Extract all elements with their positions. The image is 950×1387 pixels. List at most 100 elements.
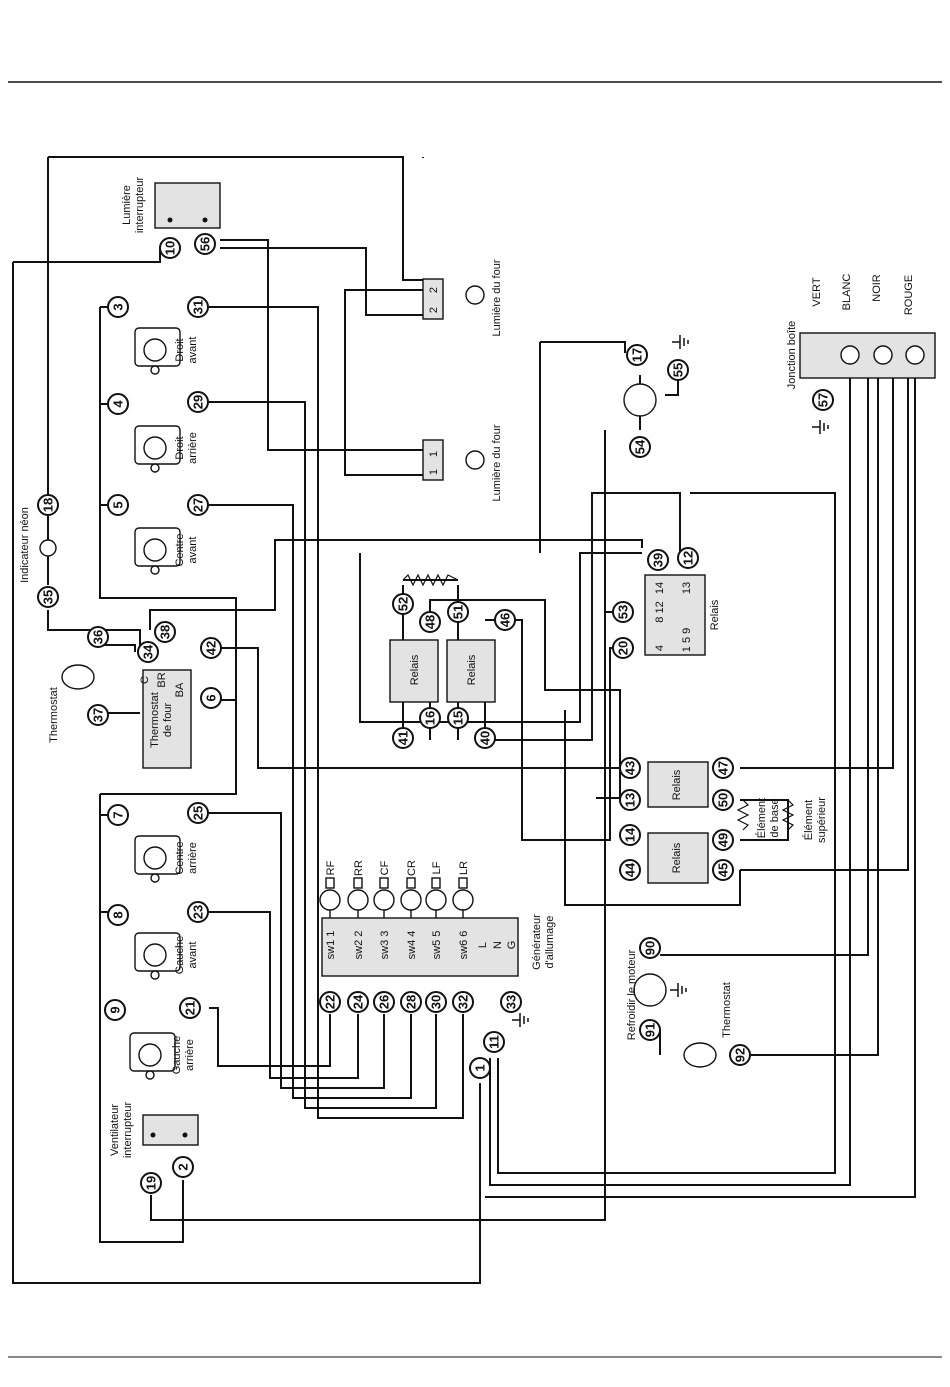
node-44: 44: [619, 859, 641, 881]
svg-text:29: 29: [191, 395, 206, 409]
node-17: 17: [626, 344, 648, 366]
wires: [12, 156, 916, 1284]
node-5: 5: [107, 494, 129, 516]
node-11: 11: [483, 1031, 505, 1053]
thermostat2-icon: [683, 1042, 717, 1068]
cooling-fan-icon: [633, 973, 667, 1007]
node-19: 19: [140, 1172, 162, 1194]
node-47: 47: [712, 757, 734, 779]
node-26: 26: [373, 991, 395, 1013]
label-electrode-lf: LF: [431, 861, 443, 874]
fan-switch-box: [142, 1114, 199, 1146]
svg-text:4: 4: [111, 400, 126, 408]
electrodes: [319, 877, 474, 918]
svg-text:43: 43: [623, 761, 638, 775]
label-oven-light-2: Lumière du four: [491, 424, 503, 501]
label-gen-term-9: G: [506, 941, 518, 950]
label-term-br: BR: [156, 672, 168, 687]
electrode-4: [400, 877, 422, 918]
label-wire-blanc: BLANC: [841, 274, 853, 311]
electrode-5: [425, 877, 447, 918]
svg-text:1: 1: [473, 1064, 488, 1071]
label-electrode-cf: CF: [379, 860, 391, 875]
svg-text:34: 34: [141, 644, 156, 659]
node-4: 4: [107, 393, 129, 415]
ground-icon-3: [512, 1013, 529, 1027]
svg-text:27: 27: [191, 498, 206, 512]
node-54: 54: [629, 436, 651, 458]
svg-text:12: 12: [681, 551, 696, 565]
burner-valve-2: [134, 425, 181, 473]
node-28: 28: [400, 991, 422, 1013]
svg-text:91: 91: [643, 1023, 658, 1037]
node-1: 1: [469, 1057, 491, 1079]
svg-text:2: 2: [176, 1163, 191, 1170]
relay-box-1: [389, 639, 439, 703]
burners: [129, 327, 181, 1080]
label-term-ba: BA: [174, 682, 186, 697]
svg-text:13: 13: [623, 793, 638, 807]
svg-text:18: 18: [41, 498, 56, 512]
svg-text:54: 54: [633, 439, 648, 454]
svg-text:90: 90: [643, 941, 658, 955]
svg-text:42: 42: [204, 641, 219, 655]
svg-text:24: 24: [351, 994, 366, 1009]
relay-box-3: [647, 761, 709, 808]
node-53: 53: [612, 601, 634, 623]
svg-text:36: 36: [91, 630, 106, 644]
ground-icon-2: [670, 983, 687, 997]
node-2: 2: [172, 1156, 194, 1178]
light-switch-box: [154, 182, 221, 229]
label-lamp-pin-1: 2: [428, 307, 440, 313]
relay-box-4: [647, 832, 709, 884]
label-wire-rouge: ROUGE: [903, 275, 915, 315]
label-gen-term-3: sw3 3: [379, 931, 391, 960]
label-term-c: C: [139, 676, 151, 684]
node-33: 33: [500, 991, 522, 1013]
label-lamp-pin-0: 2: [428, 287, 440, 293]
svg-text:52: 52: [396, 597, 411, 611]
node-31: 31: [187, 296, 209, 318]
svg-text:31: 31: [191, 300, 206, 314]
node-12: 12: [677, 547, 699, 569]
node-30: 30: [425, 991, 447, 1013]
svg-text:6: 6: [204, 694, 219, 701]
node-46: 46: [494, 609, 516, 631]
node-90: 90: [639, 937, 661, 959]
node-22: 22: [319, 991, 341, 1013]
svg-text:41: 41: [396, 731, 411, 745]
svg-text:3: 3: [111, 303, 126, 310]
svg-text:50: 50: [716, 793, 731, 807]
node-18: 18: [37, 494, 59, 516]
label-lamp-pin-2: 1: [428, 451, 440, 457]
label-neon: Indicateur néon: [19, 507, 31, 583]
svg-text:44: 44: [623, 862, 638, 877]
svg-text:53: 53: [616, 605, 631, 619]
components: [142, 182, 936, 1146]
node-55: 55: [667, 359, 689, 381]
node-6: 6: [200, 687, 222, 709]
label-center-front: Centreavant: [174, 533, 199, 566]
svg-text:7: 7: [111, 811, 126, 818]
relay-box-2: [446, 639, 496, 703]
top-element-icon: [781, 799, 795, 831]
burner-valve-4: [134, 835, 181, 883]
label-relay-pin-1: 13: [681, 582, 693, 594]
svg-text:17: 17: [630, 348, 645, 362]
node-21: 21: [179, 997, 201, 1019]
svg-text:14: 14: [623, 827, 638, 842]
label-relay-pin-3: 4: [654, 645, 666, 651]
svg-text:23: 23: [191, 905, 206, 919]
node-52: 52: [392, 593, 414, 615]
node-15: 15: [447, 707, 469, 729]
node-48: 48: [419, 611, 441, 633]
label-wire-noir: NOIR: [871, 274, 883, 302]
labels: LumièreinterrupteurDroitavantDroitarrièr…: [19, 177, 925, 1158]
node-35: 35: [37, 586, 59, 608]
base-element-icon: [736, 799, 750, 831]
svg-text:38: 38: [158, 625, 173, 639]
node-25: 25: [187, 802, 209, 824]
node-38: 38: [154, 621, 176, 643]
svg-text:35: 35: [41, 590, 56, 604]
svg-text:26: 26: [377, 995, 392, 1009]
